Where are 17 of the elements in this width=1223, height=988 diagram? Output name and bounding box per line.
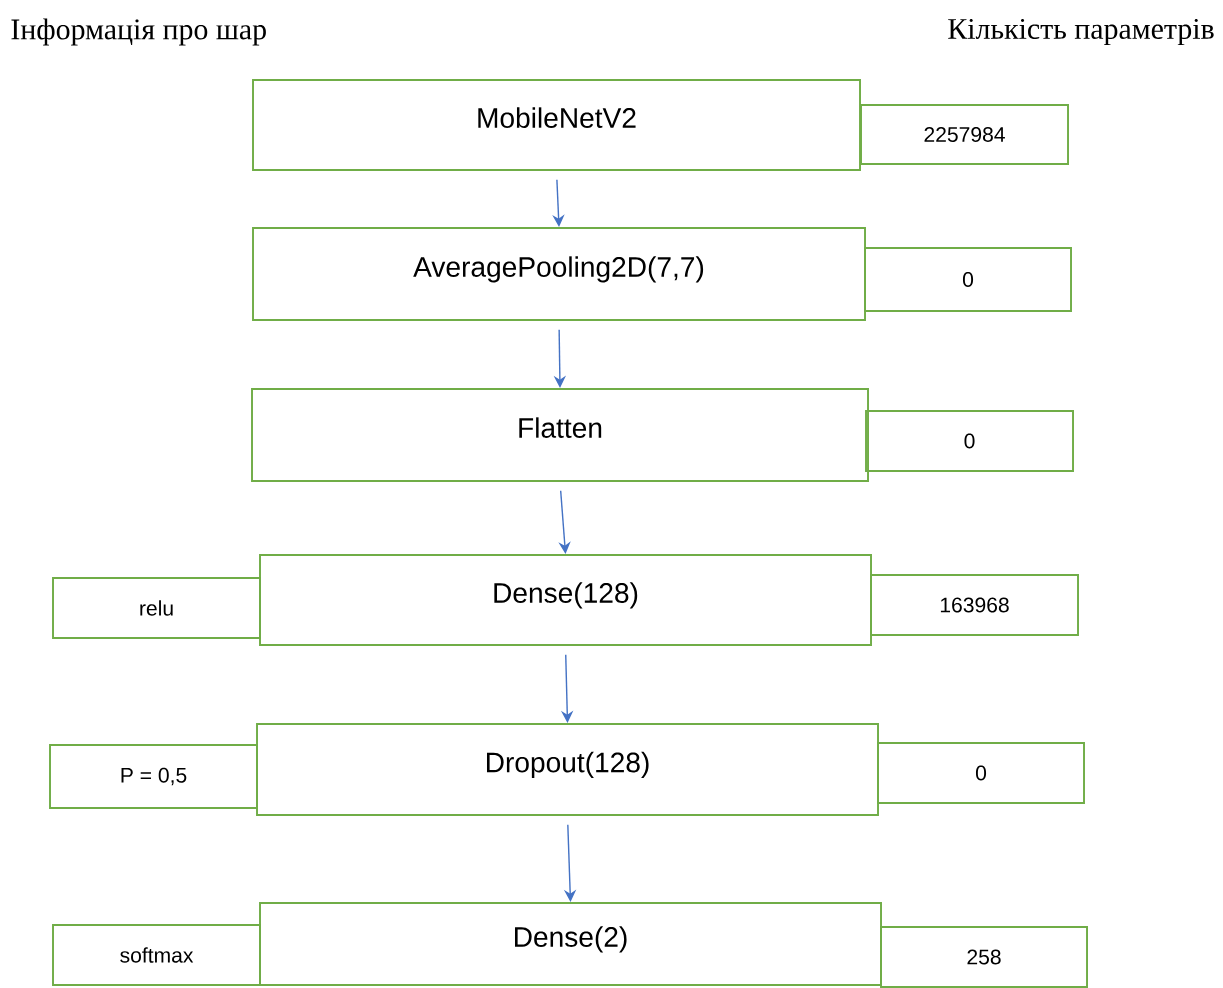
layer-box: Flatten <box>251 388 869 482</box>
layer-box: Dense(128) <box>259 554 872 646</box>
info-box: 258 <box>880 926 1088 988</box>
column-heading: Інформація про шар <box>11 18 266 46</box>
info-box: P = 0,5 <box>49 744 258 809</box>
info-box: 0 <box>865 410 1074 472</box>
layer-box: Dropout(128) <box>256 723 879 816</box>
column-heading: Кількість параметрів <box>948 18 1214 46</box>
info-box: 0 <box>877 742 1085 804</box>
info-box: 2257984 <box>860 104 1069 165</box>
info-box: softmax <box>52 924 261 986</box>
info-box: 0 <box>864 247 1072 312</box>
info-box: 163968 <box>870 574 1079 636</box>
layer-box: AveragePooling2D(7,7) <box>252 227 866 321</box>
layer-box: MobileNetV2 <box>252 79 861 171</box>
info-box: relu <box>52 577 261 639</box>
layer-box: Dense(2) <box>259 902 882 986</box>
